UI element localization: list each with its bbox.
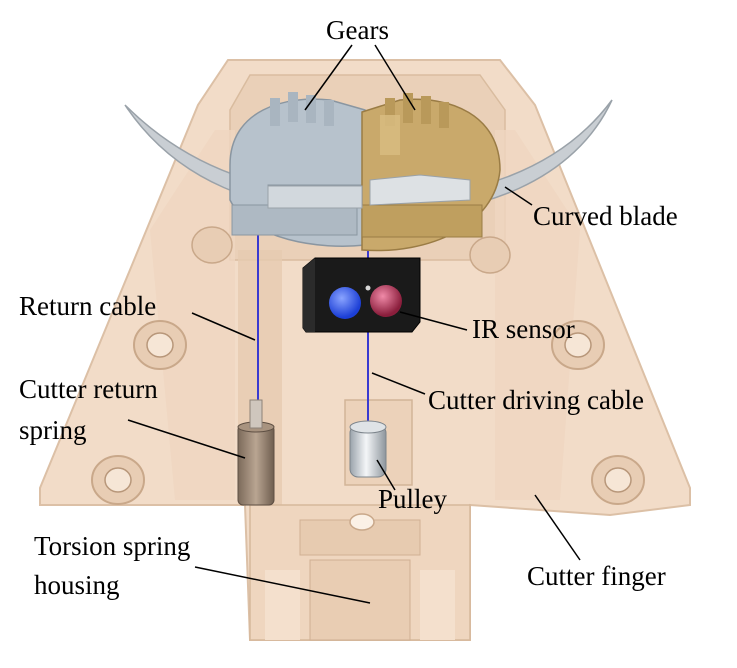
- screw-boss-left-upper: [133, 320, 187, 370]
- ir-led-red: [370, 285, 402, 317]
- screw-boss-right-upper: [551, 320, 605, 370]
- label-pulley: Pulley: [378, 484, 448, 514]
- ir-sensor: [302, 257, 421, 333]
- label-cutter-driving-cable: Cutter driving cable: [428, 385, 644, 415]
- gear-right: [361, 93, 501, 252]
- leader-gears-right: [374, 44, 416, 111]
- label-return-cable: Return cable: [19, 291, 157, 321]
- leader-cutter-return-spring: [127, 419, 246, 459]
- housing-rib-left: [150, 130, 235, 500]
- label-torsion-spring-housing-line2: housing: [34, 570, 120, 600]
- screw-boss-left-lower: [91, 455, 145, 505]
- housing-rib-right: [495, 130, 580, 500]
- screw-boss-top-right: [469, 236, 511, 274]
- leader-return-cable: [191, 312, 256, 341]
- leader-pulley: [376, 459, 396, 491]
- label-torsion-spring-housing-line1: Torsion spring: [34, 531, 191, 561]
- blade-shaft-right: [369, 174, 471, 206]
- screw-boss-top-left: [191, 226, 233, 264]
- leader-torsion-spring-housing: [194, 566, 371, 604]
- leader-ir-sensor: [399, 311, 468, 331]
- cutter-return-spring: [237, 424, 275, 506]
- label-cutter-return-spring-line2: spring: [19, 415, 87, 445]
- ir-led-blue: [329, 287, 361, 319]
- screw-boss-right-lower: [591, 455, 645, 505]
- torsion-spring-housing-part: [249, 504, 471, 641]
- label-gears: Gears: [326, 15, 389, 45]
- leader-cutter-finger: [534, 494, 581, 561]
- blade-shaft-left: [267, 185, 363, 209]
- leader-curved-blade: [504, 186, 533, 206]
- leader-gears-left: [304, 44, 353, 111]
- label-ir-sensor: IR sensor: [472, 314, 575, 344]
- label-cutter-return-spring-line1: Cutter return: [19, 374, 158, 404]
- label-cutter-finger: Cutter finger: [527, 561, 666, 591]
- label-curved-blade: Curved blade: [533, 201, 678, 231]
- pulley: [349, 420, 387, 478]
- leader-cutter-driving-cable: [371, 372, 426, 395]
- leader-lines: [127, 44, 581, 604]
